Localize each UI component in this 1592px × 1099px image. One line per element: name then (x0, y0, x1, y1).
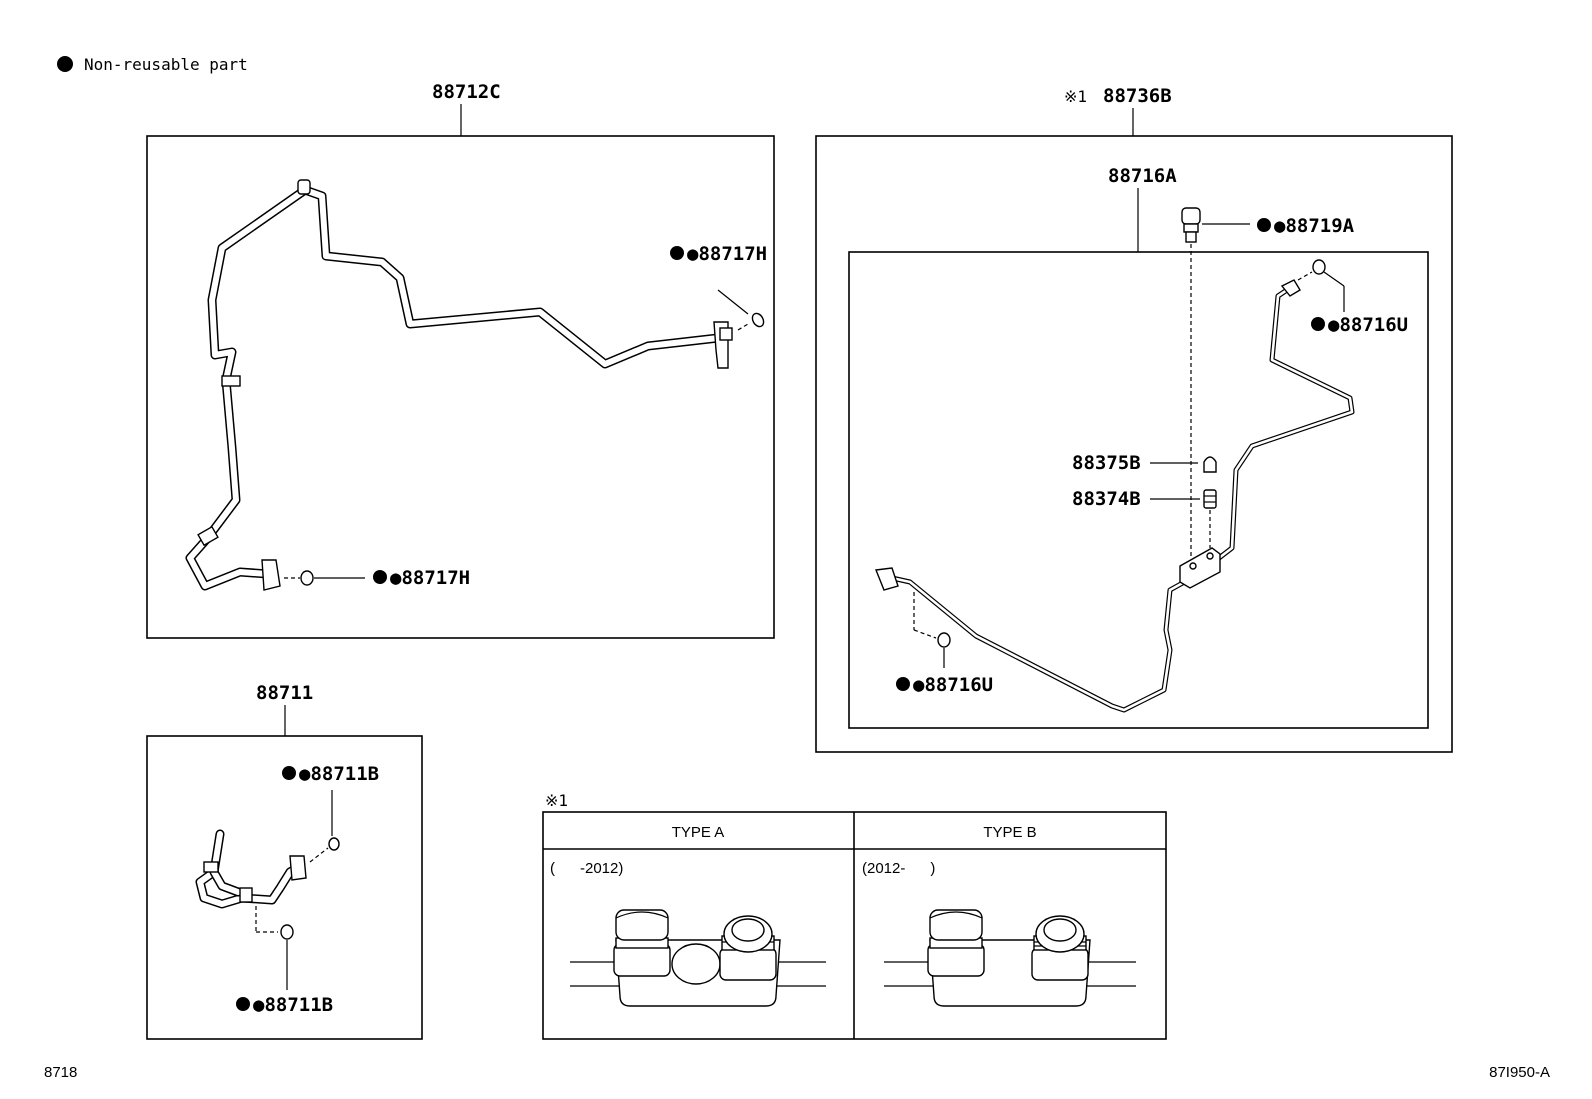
non-reusable-bullet-icon (236, 997, 250, 1011)
non-reusable-bullet-icon (1311, 317, 1325, 331)
o-ring-88716U-top (1312, 259, 1326, 275)
label-88716A: 88716A (1108, 165, 1177, 187)
label-88736B: 88736B (1103, 85, 1172, 107)
box-88736B (815, 135, 1453, 753)
callout-88374B: 88374B (1072, 488, 1141, 510)
note-mark-88736B: ※1 (1064, 87, 1087, 106)
callout-88711B-bottom: ●88711B (253, 994, 333, 1016)
callout-88711B-top: ●88711B (299, 763, 379, 785)
non-reusable-bullet-icon (373, 570, 387, 584)
non-reusable-bullet-icon (896, 677, 910, 691)
leader-88717H-top (717, 289, 749, 315)
non-reusable-bullet-icon (670, 246, 684, 260)
hose-88711-drawing (195, 829, 307, 909)
type-b-block-illustration (884, 909, 1136, 1007)
note-mark-type-table: ※1 (545, 791, 568, 810)
valve-core-88374B (1203, 489, 1217, 509)
label-88712C: 88712C (432, 81, 501, 103)
type-a-header: TYPE A (672, 824, 725, 841)
type-a-block-illustration (570, 909, 826, 1007)
box-88716A (848, 251, 1429, 729)
label-88711: 88711 (256, 682, 313, 704)
type-b-header: TYPE B (983, 824, 1036, 841)
o-ring-88717H-top (751, 312, 765, 328)
callout-88717H-bottom: ●88717H (390, 567, 470, 589)
non-reusable-bullet-icon (57, 56, 73, 72)
non-reusable-bullet-icon (282, 766, 296, 780)
callout-88719A: ●88719A (1274, 215, 1355, 237)
callout-88716U-top: ●88716U (1328, 314, 1408, 336)
type-a-range: ( -2012) (550, 860, 623, 877)
tube-88716A-drawing (875, 279, 1355, 713)
legend-text: Non-reusable part (84, 55, 248, 74)
non-reusable-bullet-icon (1257, 218, 1271, 232)
pressure-switch-88719A (1181, 207, 1201, 243)
hose-88712C-drawing (185, 179, 733, 591)
type-b-range: (2012- ) (862, 860, 935, 877)
footer-right-code: 87I950-A (1489, 1064, 1550, 1081)
o-ring-88716U-bottom (937, 632, 951, 648)
footer-left-code: 8718 (44, 1064, 77, 1081)
box-88712C (146, 135, 775, 639)
o-ring-88711B-bottom (280, 924, 294, 940)
cap-88375B (1203, 456, 1217, 473)
callout-88716U-bottom: ●88716U (913, 674, 993, 696)
callout-88717H-top: ●88717H (687, 243, 767, 265)
o-ring-88717H-bottom (300, 570, 314, 586)
leader-88716U-top (1323, 271, 1345, 287)
box-88711 (146, 735, 423, 1040)
callout-88375B: 88375B (1072, 452, 1141, 474)
o-ring-88711B-top (328, 837, 340, 851)
